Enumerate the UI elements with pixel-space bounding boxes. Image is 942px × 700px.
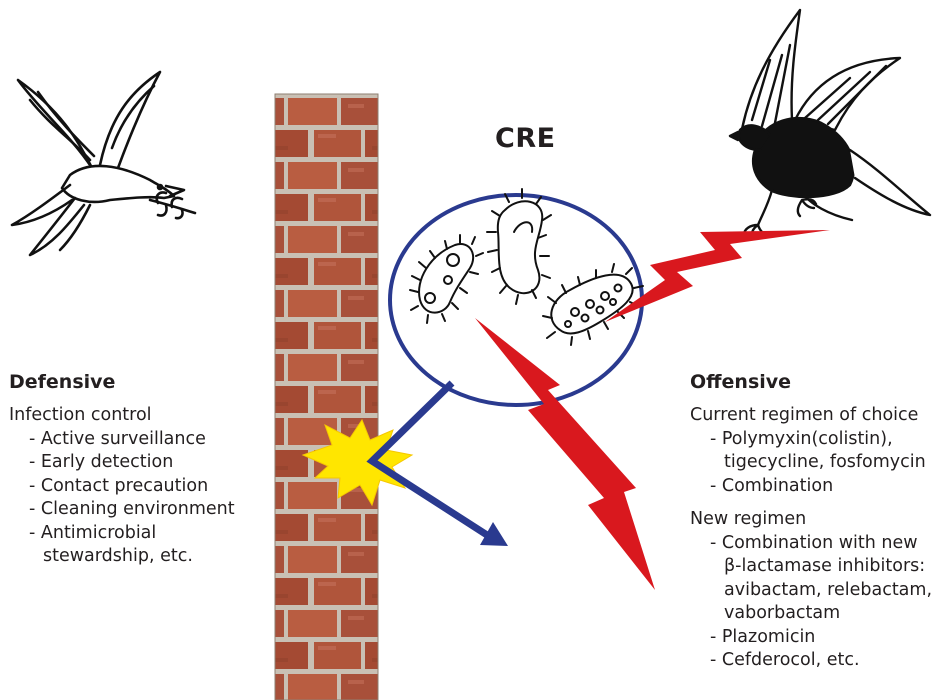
defensive-item: - Cleaning environment: [9, 498, 279, 522]
offensive-panel: Offensive Current regimen of choice - Po…: [690, 370, 940, 673]
new-regimen-title: New regimen: [690, 508, 940, 532]
eagle-icon: [730, 10, 930, 239]
new-regimen-item: - Cefderocol, etc.: [690, 649, 940, 673]
defensive-title: Defensive: [9, 370, 279, 394]
dove-icon: [12, 72, 195, 255]
defensive-item: - Early detection: [9, 451, 279, 475]
cre-label: CRE: [495, 123, 556, 154]
new-regimen-item: - Plazomicin: [690, 626, 940, 650]
defensive-item: - Active surveillance: [9, 428, 279, 452]
defensive-item: - Contact precaution: [9, 475, 279, 499]
offensive-title: Offensive: [690, 370, 940, 394]
current-regimen-item: - Polymyxin(colistin),: [690, 428, 940, 452]
current-regimen-item: - Combination: [690, 475, 940, 499]
new-regimen-item: avibactam, relebactam,: [690, 579, 940, 603]
defensive-panel: Defensive Infection control - Active sur…: [9, 370, 279, 569]
defensive-item: stewardship, etc.: [9, 545, 279, 569]
current-regimen-item: tigecycline, fosfomycin: [690, 451, 940, 475]
brick-wall: [275, 94, 378, 700]
new-regimen-item: - Combination with new: [690, 532, 940, 556]
defensive-item: - Antimicrobial: [9, 522, 279, 546]
new-regimen-item: β-lactamase inhibitors:: [690, 555, 940, 579]
defensive-subtitle: Infection control: [9, 404, 279, 428]
new-regimen-item: vaborbactam: [690, 602, 940, 626]
current-regimen-title: Current regimen of choice: [690, 404, 940, 428]
